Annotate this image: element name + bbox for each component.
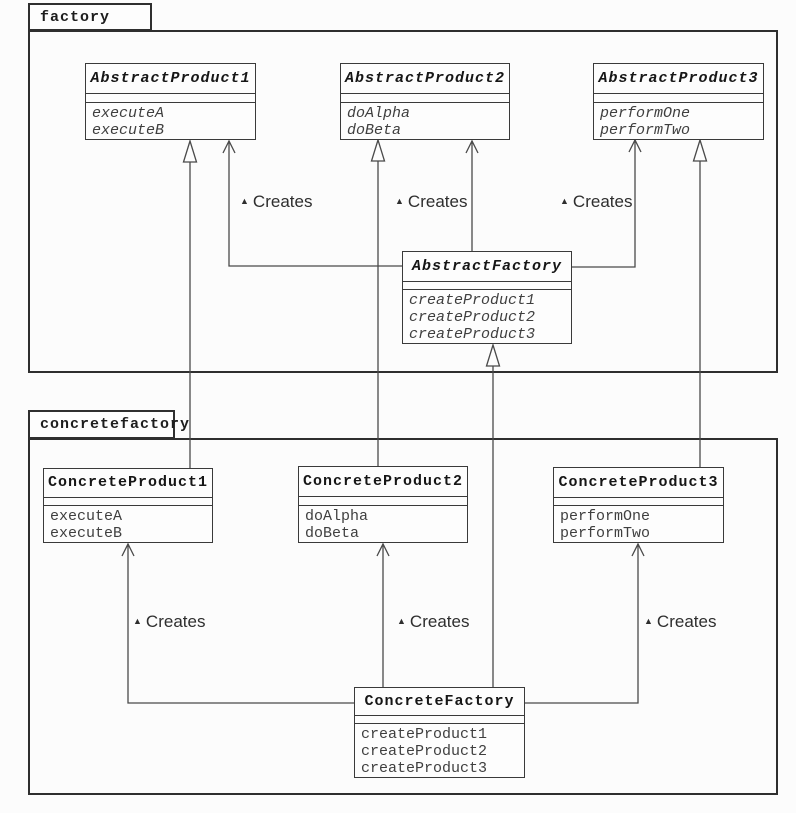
package-name: concretefactory: [40, 416, 191, 433]
class-method: doBeta: [305, 525, 360, 542]
direction-triangle-icon: ▲: [133, 615, 142, 626]
creates-label-concreteproduct3: ▲ Creates: [644, 612, 716, 632]
creates-label-text: Creates: [656, 612, 717, 631]
creates-label-text: Creates: [407, 192, 468, 211]
class-methods-compartment: executeA executeB: [86, 103, 255, 139]
creates-label-text: Creates: [145, 612, 206, 631]
class-box-abstractproduct1: AbstractProduct1 executeA executeB: [85, 63, 256, 140]
class-box-concreteproduct3: ConcreteProduct3 performOne performTwo: [553, 467, 724, 543]
class-method: executeA: [50, 508, 123, 525]
class-method: doAlpha: [305, 508, 369, 525]
class-methods-compartment: performOne performTwo: [554, 506, 723, 542]
class-box-concretefactory: ConcreteFactory createProduct1 createPro…: [354, 687, 525, 778]
class-method: createProduct3: [361, 760, 488, 777]
class-methods-compartment: performOne performTwo: [594, 103, 763, 139]
class-methods-compartment: createProduct1 createProduct2 createProd…: [355, 724, 524, 777]
package-body-concretefactory: [28, 438, 778, 795]
class-method: executeA: [92, 105, 165, 122]
class-method: executeB: [92, 122, 165, 139]
creates-label-text: Creates: [409, 612, 470, 631]
class-attributes-compartment: [403, 282, 571, 290]
creates-label-abstractproduct3: ▲ Creates: [560, 192, 632, 212]
class-method: createProduct2: [409, 309, 536, 326]
class-attributes-compartment: [299, 497, 467, 506]
class-attributes-compartment: [341, 94, 509, 103]
class-attributes-compartment: [44, 498, 212, 506]
class-method: performOne: [560, 508, 651, 525]
class-attributes-compartment: [554, 498, 723, 506]
class-method: doBeta: [347, 122, 402, 139]
class-methods-compartment: doAlpha doBeta: [341, 103, 509, 139]
class-title: AbstractFactory: [403, 252, 571, 282]
class-attributes-compartment: [355, 716, 524, 724]
class-method: performTwo: [600, 122, 691, 139]
direction-triangle-icon: ▲: [644, 615, 653, 626]
class-method: doAlpha: [347, 105, 411, 122]
package-name: factory: [40, 8, 111, 26]
creates-label-text: Creates: [252, 192, 313, 211]
class-box-concreteproduct2: ConcreteProduct2 doAlpha doBeta: [298, 466, 468, 543]
creates-label-abstractproduct2: ▲ Creates: [395, 192, 467, 212]
direction-triangle-icon: ▲: [395, 195, 404, 206]
direction-triangle-icon: ▲: [397, 615, 406, 626]
class-title: ConcreteProduct1: [44, 469, 212, 498]
class-method: createProduct1: [361, 726, 488, 743]
direction-triangle-icon: ▲: [240, 195, 249, 206]
class-box-abstractproduct2: AbstractProduct2 doAlpha doBeta: [340, 63, 510, 140]
creates-label-concreteproduct1: ▲ Creates: [133, 612, 205, 632]
class-method: performTwo: [560, 525, 651, 542]
class-title: AbstractProduct1: [86, 64, 255, 95]
package-body-factory: [28, 30, 778, 373]
class-title: ConcreteProduct2: [299, 467, 467, 498]
package-tab-factory: factory: [28, 3, 152, 31]
direction-triangle-icon: ▲: [560, 195, 569, 206]
class-title: ConcreteFactory: [355, 688, 524, 717]
class-method: executeB: [50, 525, 123, 542]
class-box-concreteproduct1: ConcreteProduct1 executeA executeB: [43, 468, 213, 543]
class-box-abstractfactory: AbstractFactory createProduct1 createPro…: [402, 251, 572, 344]
creates-label-concreteproduct2: ▲ Creates: [397, 612, 469, 632]
class-method: createProduct3: [409, 326, 536, 343]
class-methods-compartment: doAlpha doBeta: [299, 506, 467, 542]
class-attributes-compartment: [594, 94, 763, 103]
class-method: createProduct1: [409, 292, 536, 309]
class-method: createProduct2: [361, 743, 488, 760]
class-title: ConcreteProduct3: [554, 468, 723, 498]
class-attributes-compartment: [86, 94, 255, 103]
package-tab-concretefactory: concretefactory: [28, 410, 189, 439]
creates-label-abstractproduct1: ▲ Creates: [240, 192, 312, 212]
class-title: AbstractProduct3: [594, 64, 763, 95]
class-title: AbstractProduct2: [341, 64, 509, 95]
class-methods-compartment: createProduct1 createProduct2 createProd…: [403, 290, 571, 343]
class-box-abstractproduct3: AbstractProduct3 performOne performTwo: [593, 63, 764, 140]
class-method: performOne: [600, 105, 691, 122]
class-methods-compartment: executeA executeB: [44, 506, 212, 542]
creates-label-text: Creates: [572, 192, 633, 211]
